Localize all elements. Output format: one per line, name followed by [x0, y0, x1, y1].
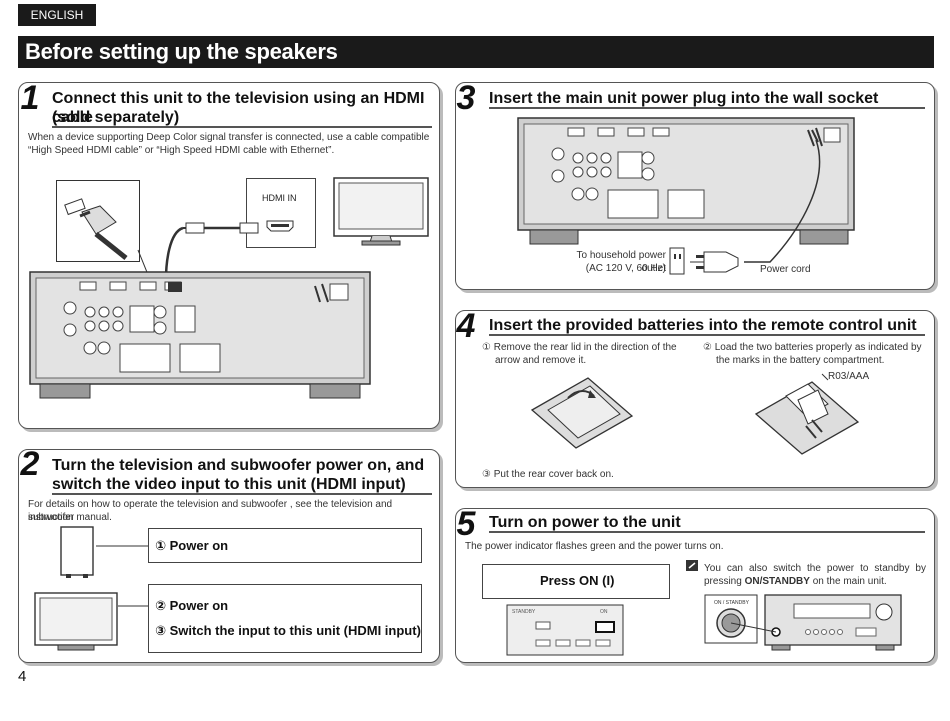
- receiver-rear-panel: [29, 271, 371, 399]
- step3-title: Insert the main unit power plug into the…: [489, 90, 879, 107]
- remote-standby-label: STANDBY: [512, 609, 536, 615]
- press-on-label: Press ON (I): [540, 573, 615, 588]
- step1-title-line2: (sold separately): [52, 109, 180, 126]
- step5-number: 5: [456, 505, 476, 543]
- hdmi-port-icon: [266, 220, 294, 232]
- onstandby-closeup: [704, 594, 758, 644]
- outlet-label-line1: To household power outlet: [576, 250, 666, 274]
- receiver-rear-panel-step3: [517, 117, 855, 245]
- tv-illustration-2: [34, 592, 118, 651]
- hdmi-in-box: [246, 178, 316, 248]
- receiver-front-panel: [764, 594, 902, 651]
- step4-instr2-line2: the marks in the battery compartment.: [716, 355, 885, 366]
- note-icon: [686, 560, 698, 571]
- step1-number: 1: [20, 79, 40, 117]
- battery-type-label: R03/AAA: [828, 371, 870, 382]
- note-line1: You can also switch the power to standby…: [704, 563, 926, 574]
- power-on-label-1: ① Power on: [155, 538, 229, 553]
- note-line2-pre: pressing: [704, 576, 745, 587]
- power-on-box-1: [148, 528, 422, 563]
- step4-instr2-line1: ② Load the two batteries properly as ind…: [703, 342, 922, 353]
- step2-title-line2: switch the video input to this unit (HDM…: [52, 476, 406, 493]
- step2-rule: [52, 493, 432, 495]
- remote-on-label: ON: [600, 609, 608, 615]
- page-title: Before setting up the speakers: [25, 39, 338, 64]
- step1-desc-line1: When a device supporting Deep Color sign…: [28, 132, 430, 143]
- television-illustration: [333, 177, 429, 246]
- step5-rule: [489, 531, 925, 533]
- note-line2: pressing ON/STANDBY on the main unit.: [704, 575, 887, 588]
- press-on-box: [482, 564, 670, 599]
- step3-rule: [489, 107, 925, 109]
- step4-instr3: ③ Put the rear cover back on.: [482, 469, 614, 480]
- step5-desc: The power indicator flashes green and th…: [465, 541, 724, 552]
- hdmi-plug-illustration: [64, 198, 128, 260]
- step4-instr1-line2: arrow and remove it.: [495, 355, 587, 366]
- step4-instr1-line1: ① Remove the rear lid in the direction o…: [482, 342, 677, 353]
- battery-insertion-illustration: [754, 373, 860, 455]
- step2-desc-line2: instruction manual.: [28, 512, 112, 523]
- step5-title: Turn on power to the unit: [489, 514, 681, 531]
- page-title-bar: Before setting up the speakers: [18, 36, 934, 68]
- step1-title-line1: Connect this unit to the television usin…: [52, 90, 425, 126]
- step1-rule: [52, 126, 432, 128]
- language-tab: ENGLISH: [18, 4, 96, 26]
- remote-lid-removal-illustration: [530, 377, 634, 449]
- switch-input-label: ③ Switch the input to this unit (HDMI in…: [155, 623, 421, 638]
- step3-number: 3: [456, 79, 476, 117]
- step2-desc-line1: For details on how to operate the televi…: [28, 499, 393, 523]
- step4-panel: [455, 310, 935, 488]
- subwoofer-illustration: [60, 526, 94, 578]
- hdmi-in-label: HDMI IN: [262, 193, 297, 203]
- note-line2-post: on the main unit.: [809, 576, 887, 587]
- remote-top-illustration: [506, 604, 624, 656]
- step4-rule: [489, 334, 925, 336]
- step1-desc-line2: “High Speed HDMI cable” or “High Speed H…: [28, 145, 335, 156]
- step4-number: 4: [456, 307, 476, 345]
- power-cord-label: Power cord: [760, 264, 811, 275]
- power-switch-box: [148, 584, 422, 653]
- step2-title-line1: Turn the television and subwoofer power …: [52, 457, 425, 474]
- step4-title: Insert the provided batteries into the r…: [489, 317, 917, 334]
- page-number: 4: [18, 668, 27, 685]
- step2-number: 2: [20, 445, 40, 483]
- onstandby-label: ON / STANDBY: [714, 600, 749, 606]
- power-on-label-2: ② Power on: [155, 598, 229, 613]
- note-onstandby-bold: ON/STANDBY: [744, 576, 810, 587]
- outlet-label-line2: (AC 120 V, 60 Hz): [585, 263, 666, 274]
